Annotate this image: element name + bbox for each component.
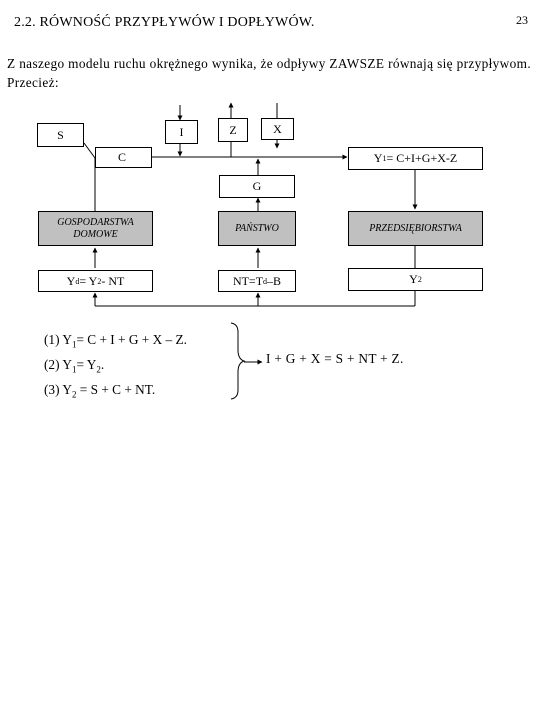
eq3-num: (3) [44,382,63,398]
box-g: G [219,175,295,198]
y2-main: Y [409,272,418,286]
equation-1: (1) Y1= C + I + G + X – Z. [44,330,187,355]
box-enterprise: PRZEDSIĘBIORSTWA [348,211,483,246]
nt-pre: NT=T [232,273,264,288]
equations-list: (1) Y1= C + I + G + X – Z. (2) Y1= Y2. (… [44,330,187,405]
box-i: I [165,120,198,144]
yd-sub-2: 2 [97,276,102,286]
nt-rest: –B [267,273,282,288]
eq3-a: Y [62,382,72,398]
page-number: 23 [516,13,528,27]
eq3-sub: 2 [71,389,77,400]
box-x: X [261,118,294,140]
yd-rest: - NT [101,273,125,288]
eq2-num: (2) [44,357,63,373]
eq1-b: = C + I + G + X – Z. [76,332,187,347]
box-s: S [37,123,84,147]
y1-rest: = C+I+G+X-Z [386,151,458,165]
eq1-sub: 1 [71,339,77,350]
intro-paragraph: Z naszego modelu ruchu okrężnego wynika,… [7,56,531,90]
line-s-to-c [83,142,96,159]
eq2-a: Y [62,357,72,373]
eq3-b: = S + C + NT. [76,382,156,398]
y1-main: Y [373,151,383,165]
eq2-sub: 1 [71,364,77,375]
nt-sub-d: d [263,276,268,286]
yd-mid: = Y [79,273,98,288]
box-state: PAŃSTWO [218,211,296,246]
result-equation: I + G + X = S + NT + Z. [266,351,404,366]
box-z: Z [218,118,248,142]
section-heading: 2.2. RÓWNOŚĆ PRZYPŁYWÓW I DOPŁYWÓW. [14,15,315,30]
eq2-b: = Y [76,357,97,373]
box-c: C [95,147,152,168]
eq2-c: . [100,357,105,373]
curly-brace [230,322,246,400]
eq2-sub2: 2 [96,364,101,375]
y2-sub: 2 [417,275,422,284]
equation-3: (3) Y2 = S + C + NT. [44,380,187,405]
eq1-a: Y [62,332,72,347]
y1-sub: 1 [382,154,387,163]
yd-y: Y [66,273,76,288]
yd-sub-d: d [75,276,80,286]
eq1-num: (1) [44,332,63,347]
equation-2: (2) Y1= Y2. [44,355,187,380]
box-households: GOSPODARSTWA DOMOWE [38,211,153,246]
